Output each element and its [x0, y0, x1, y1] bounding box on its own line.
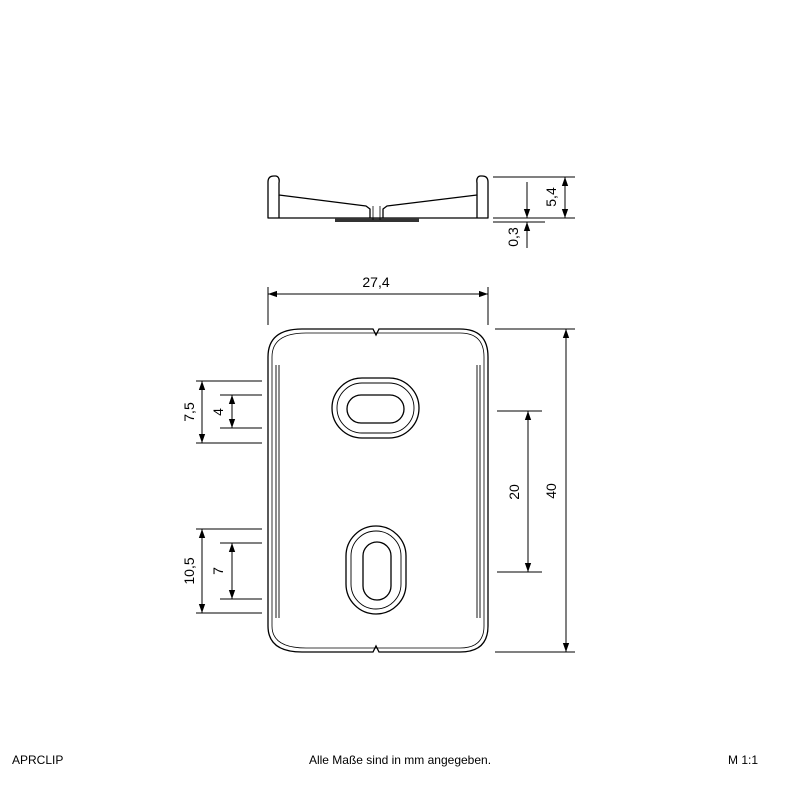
upper-slot-width-label: 4: [210, 408, 226, 416]
height-label: 40: [543, 483, 559, 499]
part-code: APRCLIP: [12, 753, 64, 767]
lower-slot-offset-label: 10,5: [181, 557, 197, 584]
width-dimension: [267, 287, 489, 325]
width-label: 27,4: [362, 274, 389, 290]
plate-outline: [267, 328, 489, 653]
profile-dimensions: [493, 176, 575, 248]
upper-slot-dimensions: [196, 380, 262, 444]
lower-slot: [345, 525, 407, 615]
upper-slot-offset-label: 7,5: [181, 402, 197, 422]
profile-height-label: 5,4: [543, 187, 559, 207]
unit-note: Alle Maße sind in mm angegeben.: [308, 753, 492, 767]
profile-outline: [267, 175, 489, 221]
hole-spacing-label: 20: [506, 484, 522, 500]
lower-slot-dimensions: [196, 528, 262, 614]
upper-slot: [331, 377, 420, 439]
base-thickness-label: 0,3: [505, 227, 521, 247]
plate-inner-edge: [271, 332, 485, 649]
lower-slot-length-label: 7: [210, 567, 226, 575]
scale-label: M 1:1: [727, 753, 758, 767]
height-dimensions: [495, 328, 575, 653]
side-profile-view: [267, 175, 489, 222]
adhesive-pad: [335, 218, 419, 222]
clip-plate-view: [267, 328, 489, 653]
